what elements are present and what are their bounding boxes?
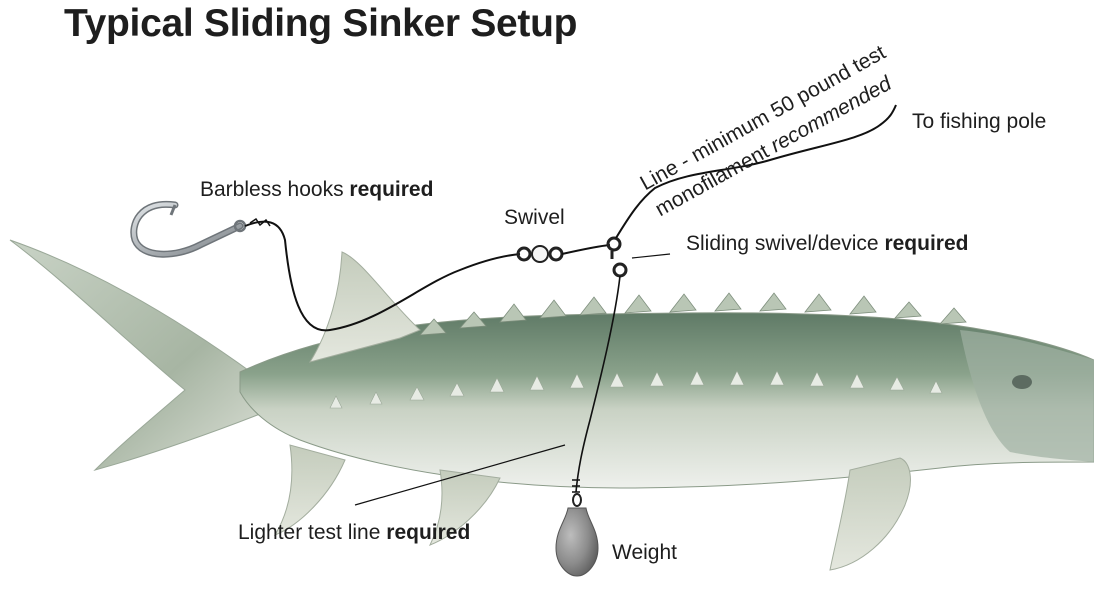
sliding-swivel-text: Sliding swivel/device: [686, 232, 884, 255]
to-fishing-pole-label: To fishing pole: [912, 110, 1046, 134]
barbless-hooks-text: Barbless hooks: [200, 178, 349, 201]
lighter-test-line-required: required: [386, 521, 470, 544]
fish-tail: [10, 240, 270, 470]
sliding-pointer: [632, 254, 670, 258]
page-title: Typical Sliding Sinker Setup: [64, 2, 577, 46]
sliding-swivel: [608, 238, 626, 276]
hook: [134, 204, 245, 254]
lighter-test-line-label: Lighter test line required: [238, 521, 470, 545]
fish-eye: [1012, 375, 1032, 389]
sliding-swivel-label: Sliding swivel/device required: [686, 232, 968, 256]
barrel-swivel: [518, 246, 562, 262]
swivel-label: Swivel: [504, 206, 565, 230]
weight-label: Weight: [612, 541, 677, 565]
main-line-segment: [562, 245, 610, 254]
barbless-hooks-required: required: [349, 178, 433, 201]
lighter-test-line-text: Lighter test line: [238, 521, 386, 544]
sliding-swivel-required: required: [884, 232, 968, 255]
barbless-hooks-label: Barbless hooks required: [200, 178, 433, 202]
weight: [556, 494, 598, 576]
